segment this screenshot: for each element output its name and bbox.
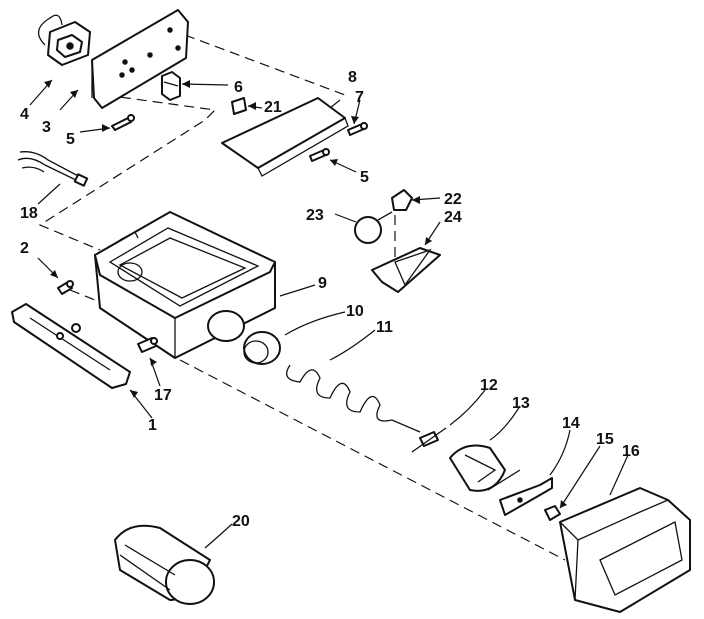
callout-17: 17 xyxy=(154,387,172,404)
part-23-light-bulb xyxy=(354,211,393,244)
callout-14: 14 xyxy=(562,415,580,432)
part-1-bracket-rail xyxy=(11,303,131,389)
part-3-bracket-plate xyxy=(91,9,189,109)
part-14-bracket xyxy=(499,477,553,516)
part-24-light-shield xyxy=(371,247,441,293)
part-4-motor xyxy=(38,14,91,66)
part-5-screw-upper xyxy=(111,114,135,131)
callout-1: 1 xyxy=(148,417,157,434)
callout-20: 20 xyxy=(232,513,250,530)
callout-24: 24 xyxy=(444,209,462,226)
part-17-screw xyxy=(137,337,158,353)
callout-7: 7 xyxy=(355,89,364,106)
callout-11: 11 xyxy=(376,319,393,336)
part-16-front-housing xyxy=(559,487,691,613)
part-5-screw-lower xyxy=(309,148,330,162)
part-21-small-clip xyxy=(231,97,247,115)
callout-9: 9 xyxy=(318,275,327,292)
assembly-guide-lines xyxy=(38,34,566,561)
part-22-lamp-socket xyxy=(391,189,413,211)
callout-10: 10 xyxy=(346,303,364,320)
part-8-cover-plate xyxy=(221,97,349,177)
part-12-washer xyxy=(411,427,447,453)
callout-2: 2 xyxy=(20,240,29,257)
part-15-nut xyxy=(544,505,561,521)
callout-23: 23 xyxy=(306,207,324,224)
callout-15: 15 xyxy=(596,431,614,448)
callout-18: 18 xyxy=(20,205,38,222)
part-11-auger-spring xyxy=(286,364,421,433)
part-20-auger-drum xyxy=(114,524,215,605)
callout-8: 8 xyxy=(348,69,357,86)
part-18-wire-harness xyxy=(17,151,89,187)
part-10-bushing xyxy=(243,331,281,365)
part-9-ice-bin-housing xyxy=(94,211,276,359)
part-7-screw xyxy=(347,122,368,136)
callout-6: 6 xyxy=(234,79,243,96)
callout-labels: 1 2 3 4 5 5 6 7 8 9 10 11 12 13 14 15 16… xyxy=(20,69,640,530)
part-2-screw xyxy=(57,280,74,295)
callout-12: 12 xyxy=(480,377,498,394)
callout-13: 13 xyxy=(512,395,530,412)
callout-22: 22 xyxy=(444,191,462,208)
callout-4: 4 xyxy=(20,106,29,123)
callout-5-lower: 5 xyxy=(360,169,369,186)
callout-21: 21 xyxy=(264,99,282,116)
callout-5-upper: 5 xyxy=(66,131,75,148)
part-13-crusher xyxy=(449,444,521,492)
callout-16: 16 xyxy=(622,443,640,460)
part-6-clip xyxy=(161,71,181,101)
leader-lines xyxy=(29,79,629,549)
callout-3: 3 xyxy=(42,119,51,136)
